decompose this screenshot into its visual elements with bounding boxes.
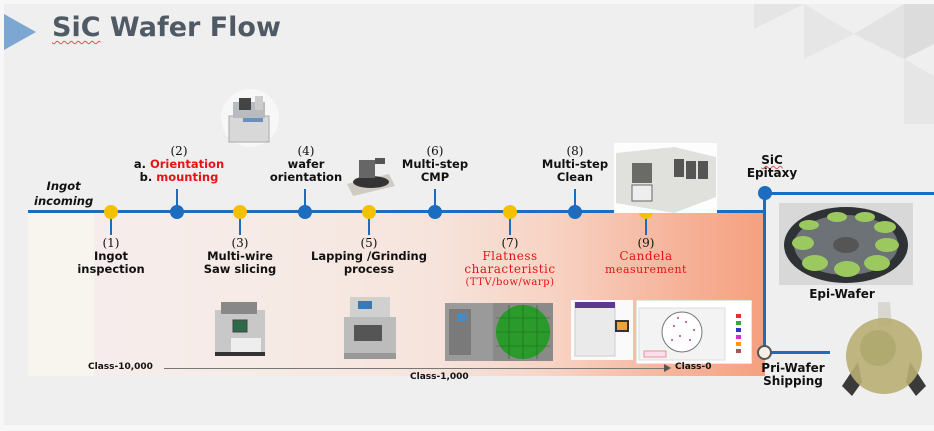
lapping-grinding-machine-image [344,297,396,359]
step-3-dot [233,205,247,219]
candela-defect-map-window-image [636,300,752,364]
shipping-label: Pri-Wafer Shipping [761,361,825,388]
background-triangles [754,4,934,124]
step-8-stem [574,189,576,211]
step-6-stem [434,189,436,211]
clean-line-machine-image [614,143,717,213]
step-5-dot [362,205,376,219]
epi-wafer-label: Epi-Wafer [809,287,875,301]
ingot-incoming-label: Ingot incoming [34,179,94,208]
wafer-orientation-machine-image [347,158,395,196]
main-timeline [28,210,766,213]
step-2-stem [176,189,178,211]
shipping-line [765,351,830,354]
step-5-label: (5) Lapping /Grinding process [311,236,427,276]
step-7-stem [509,213,511,235]
multi-wire-saw-machine-image [215,302,265,356]
epi-wafer-susceptor-image [779,203,913,285]
step-7-label: (7) Flatness characteristic (TTV/bow/war… [464,236,556,289]
step-4-dot [298,205,312,219]
step-6-dot [428,205,442,219]
step-2-dot [170,205,184,219]
step-4-label: (4) wafer orientation [269,144,343,184]
branch-connector [763,191,766,351]
page-title: SiC Wafer Flow [52,12,281,43]
epitaxy-dot [758,186,772,200]
epitaxy-line [765,192,934,195]
step-4-stem [304,189,306,211]
step-1-dot [104,205,118,219]
step-8-label: (8) Multi-step Clean [541,144,609,184]
step-9-stem [645,213,647,235]
candela-tool-image [571,300,633,360]
step-1-label: (1) Ingot inspection [77,236,145,276]
epitaxy-label: SiC Epitaxy [746,153,798,180]
pri-wafer-on-stand-image [842,302,926,396]
orientation-mounting-machine-image [221,89,279,147]
flatness-tool-image [445,303,493,361]
step-2-label: (2) a. Orientation b. mounting [133,144,225,184]
class-10000-label: Class-10,000 [88,362,153,372]
shipping-dot [757,345,772,360]
arrow-right-icon [664,364,671,372]
step-1-stem [110,213,112,235]
cleanroom-class-arrow-line [164,368,669,369]
step-9-label: (9) Candela measurement [605,236,687,277]
class-1000-label: Class-1,000 [410,372,469,382]
step-3-stem [239,213,241,235]
slide: SiC Wafer Flow Ingot incoming (1) Ingot … [4,4,934,425]
step-5-stem [368,213,370,235]
title-arrow-icon [4,14,36,50]
step-7-dot [503,205,517,219]
flatness-wafer-map-image [493,303,553,361]
class-0-label: Class-0 [675,362,712,372]
step-3-label: (3) Multi-wire Saw slicing [203,236,277,276]
step-6-label: (6) Multi-step CMP [401,144,469,184]
step-8-dot [568,205,582,219]
